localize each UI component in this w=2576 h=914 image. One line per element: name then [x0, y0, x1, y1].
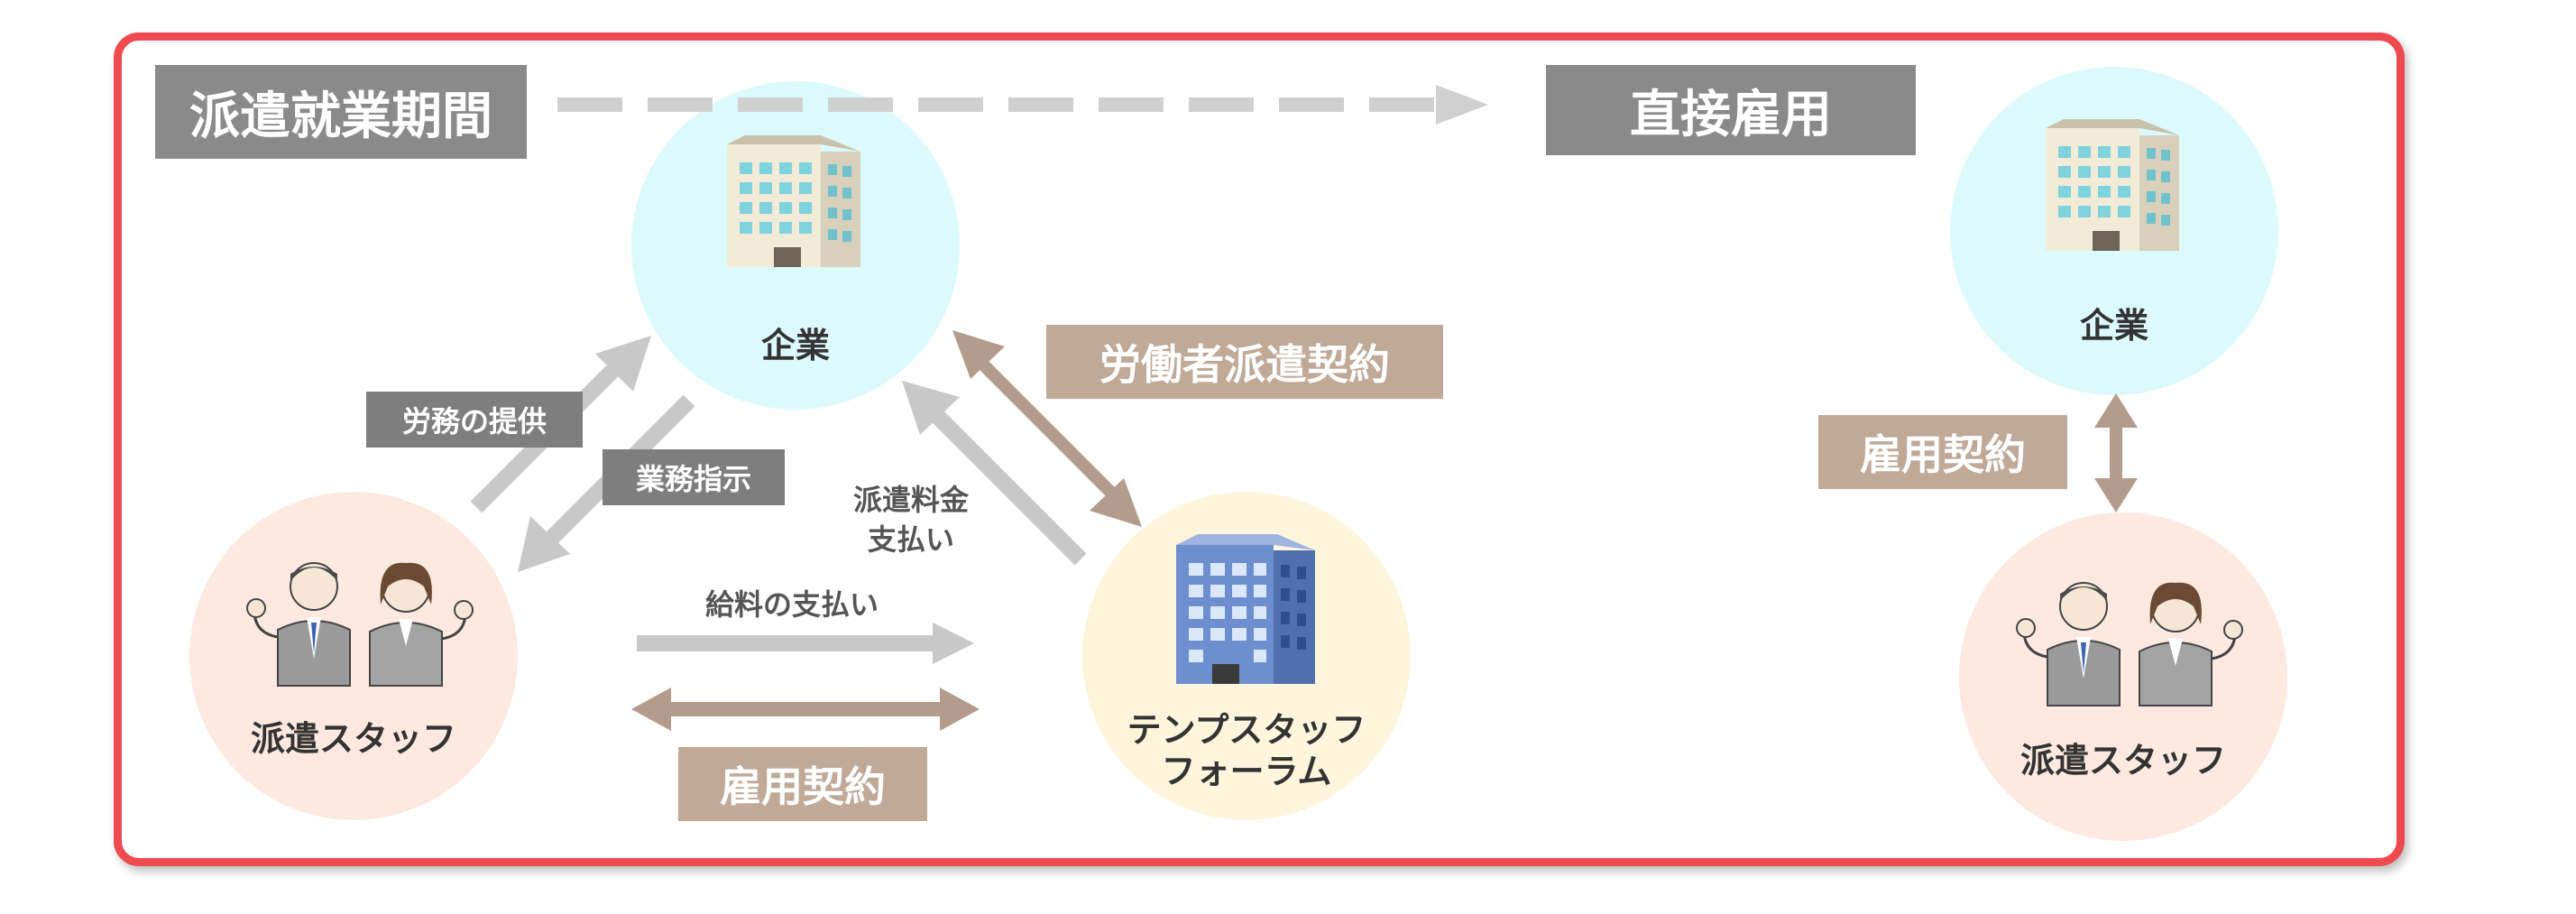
blue-building-icon [1176, 534, 1315, 684]
employment-contract-label-bottom: 雇用契約 [678, 747, 927, 821]
company-caption-left: 企業 [760, 326, 830, 365]
haken-period-label: 派遣就業期間 [155, 65, 527, 159]
staff-circle-left [189, 492, 518, 820]
dispatch-fee-label: 派遣料金 支払い [830, 480, 992, 559]
dispatch-fee-arrow [902, 381, 1087, 566]
work-instruction-label: 業務指示 [603, 449, 785, 505]
direct-hire-label: 直接雇用 [1546, 65, 1916, 155]
salary-payment-label: 給料の支払い [704, 587, 879, 622]
staff-icon-left [246, 562, 474, 687]
staff-caption-right: 派遣スタッフ [2019, 741, 2226, 780]
staff-caption-left: 派遣スタッフ [250, 719, 456, 759]
period-dashed-arrow [557, 85, 1488, 125]
company-caption-right: 企業 [2079, 306, 2148, 346]
salary-payment-arrow [637, 623, 974, 664]
employment-contract-arrow-right [2094, 393, 2138, 512]
dispatch-fee-line1: 派遣料金 [852, 483, 969, 517]
labor-dispatch-contract-arrow [952, 330, 1142, 527]
labor-service-label: 労務の提供 [366, 392, 583, 448]
staff-circle-right [1959, 512, 2287, 841]
agency-caption: テンプスタッフ フォーラム [1111, 709, 1382, 792]
staff-icon-right [2016, 582, 2243, 706]
building-icon-left [727, 135, 860, 267]
dispatch-fee-line2: 支払い [867, 522, 954, 557]
agency-caption-line1: テンプスタッフ [1127, 710, 1366, 750]
labor-dispatch-contract-label: 労働者派遣契約 [1046, 325, 1443, 399]
employment-contract-label-right: 雇用契約 [1818, 415, 2067, 489]
agency-caption-line2: フォーラム [1161, 752, 1332, 791]
building-icon-right [2046, 119, 2179, 251]
employment-contract-arrow-bottom [631, 688, 980, 731]
